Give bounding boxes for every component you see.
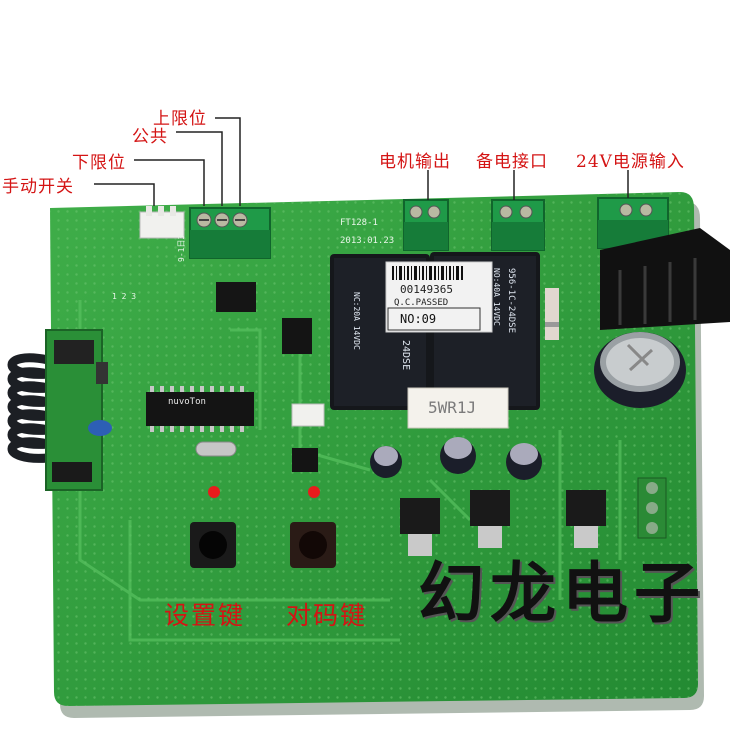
antenna-coil [7,353,49,463]
relay-rating-a: NC:20A 14VDC [352,292,361,350]
led-2 [308,486,320,498]
mcu-chip [146,392,254,426]
connector-silk: 9-1日3 [177,234,186,262]
common-label: 公共 [132,127,168,147]
motor-output-terminal [403,199,449,251]
resistor-marking: 5WR1J [428,398,477,417]
regulators [400,490,606,556]
mcu-brand: nuvoTon [168,397,206,407]
relay-rating-b: NO:40A 14VDC [492,268,501,326]
right-pads [637,477,667,539]
relay-no: NO:09 [400,312,437,326]
relay-serial: 00149365 [400,283,453,296]
manual-switch-connector [139,206,185,239]
big-capacitor [594,332,686,408]
set-button-body [190,522,236,568]
white-2pin [291,403,325,427]
backup-power-label: 备电接口 [476,152,548,172]
upper-limit-label: 上限位 [153,109,207,129]
limit-terminal-block [189,207,271,259]
crystal [195,441,237,457]
relay-model: 956-1C-24DSE [506,268,516,334]
backup-power-terminal [491,199,545,251]
power-input-label: 24V电源输入 [576,152,685,172]
relay-coil: 24DSE [400,340,411,371]
relay-qc: Q.C.PASSED [394,298,449,308]
manual-switch-label: 手动开关 [2,177,74,197]
pair-button-body [290,522,336,568]
board-model: FT128-1 [340,218,378,228]
driver-chip [282,318,312,354]
set-key-label: 设置键 [164,601,246,630]
motor-output-label: 电机输出 [379,152,451,172]
header-pin-numbers: 1 2 3 [112,292,137,301]
small-capacitors [370,437,542,480]
diode [545,288,559,340]
small-chip [292,448,318,472]
board-date: 2013.01.23 [340,236,395,246]
lower-limit-label: 下限位 [72,153,126,173]
header-block [216,282,256,312]
led-1 [208,486,220,498]
heatsink [600,228,730,330]
pair-key-label: 对码键 [286,601,368,630]
brand-watermark: 幻龙电子 [418,554,706,632]
power-resistor [407,387,509,429]
annotation-lines [94,117,629,206]
